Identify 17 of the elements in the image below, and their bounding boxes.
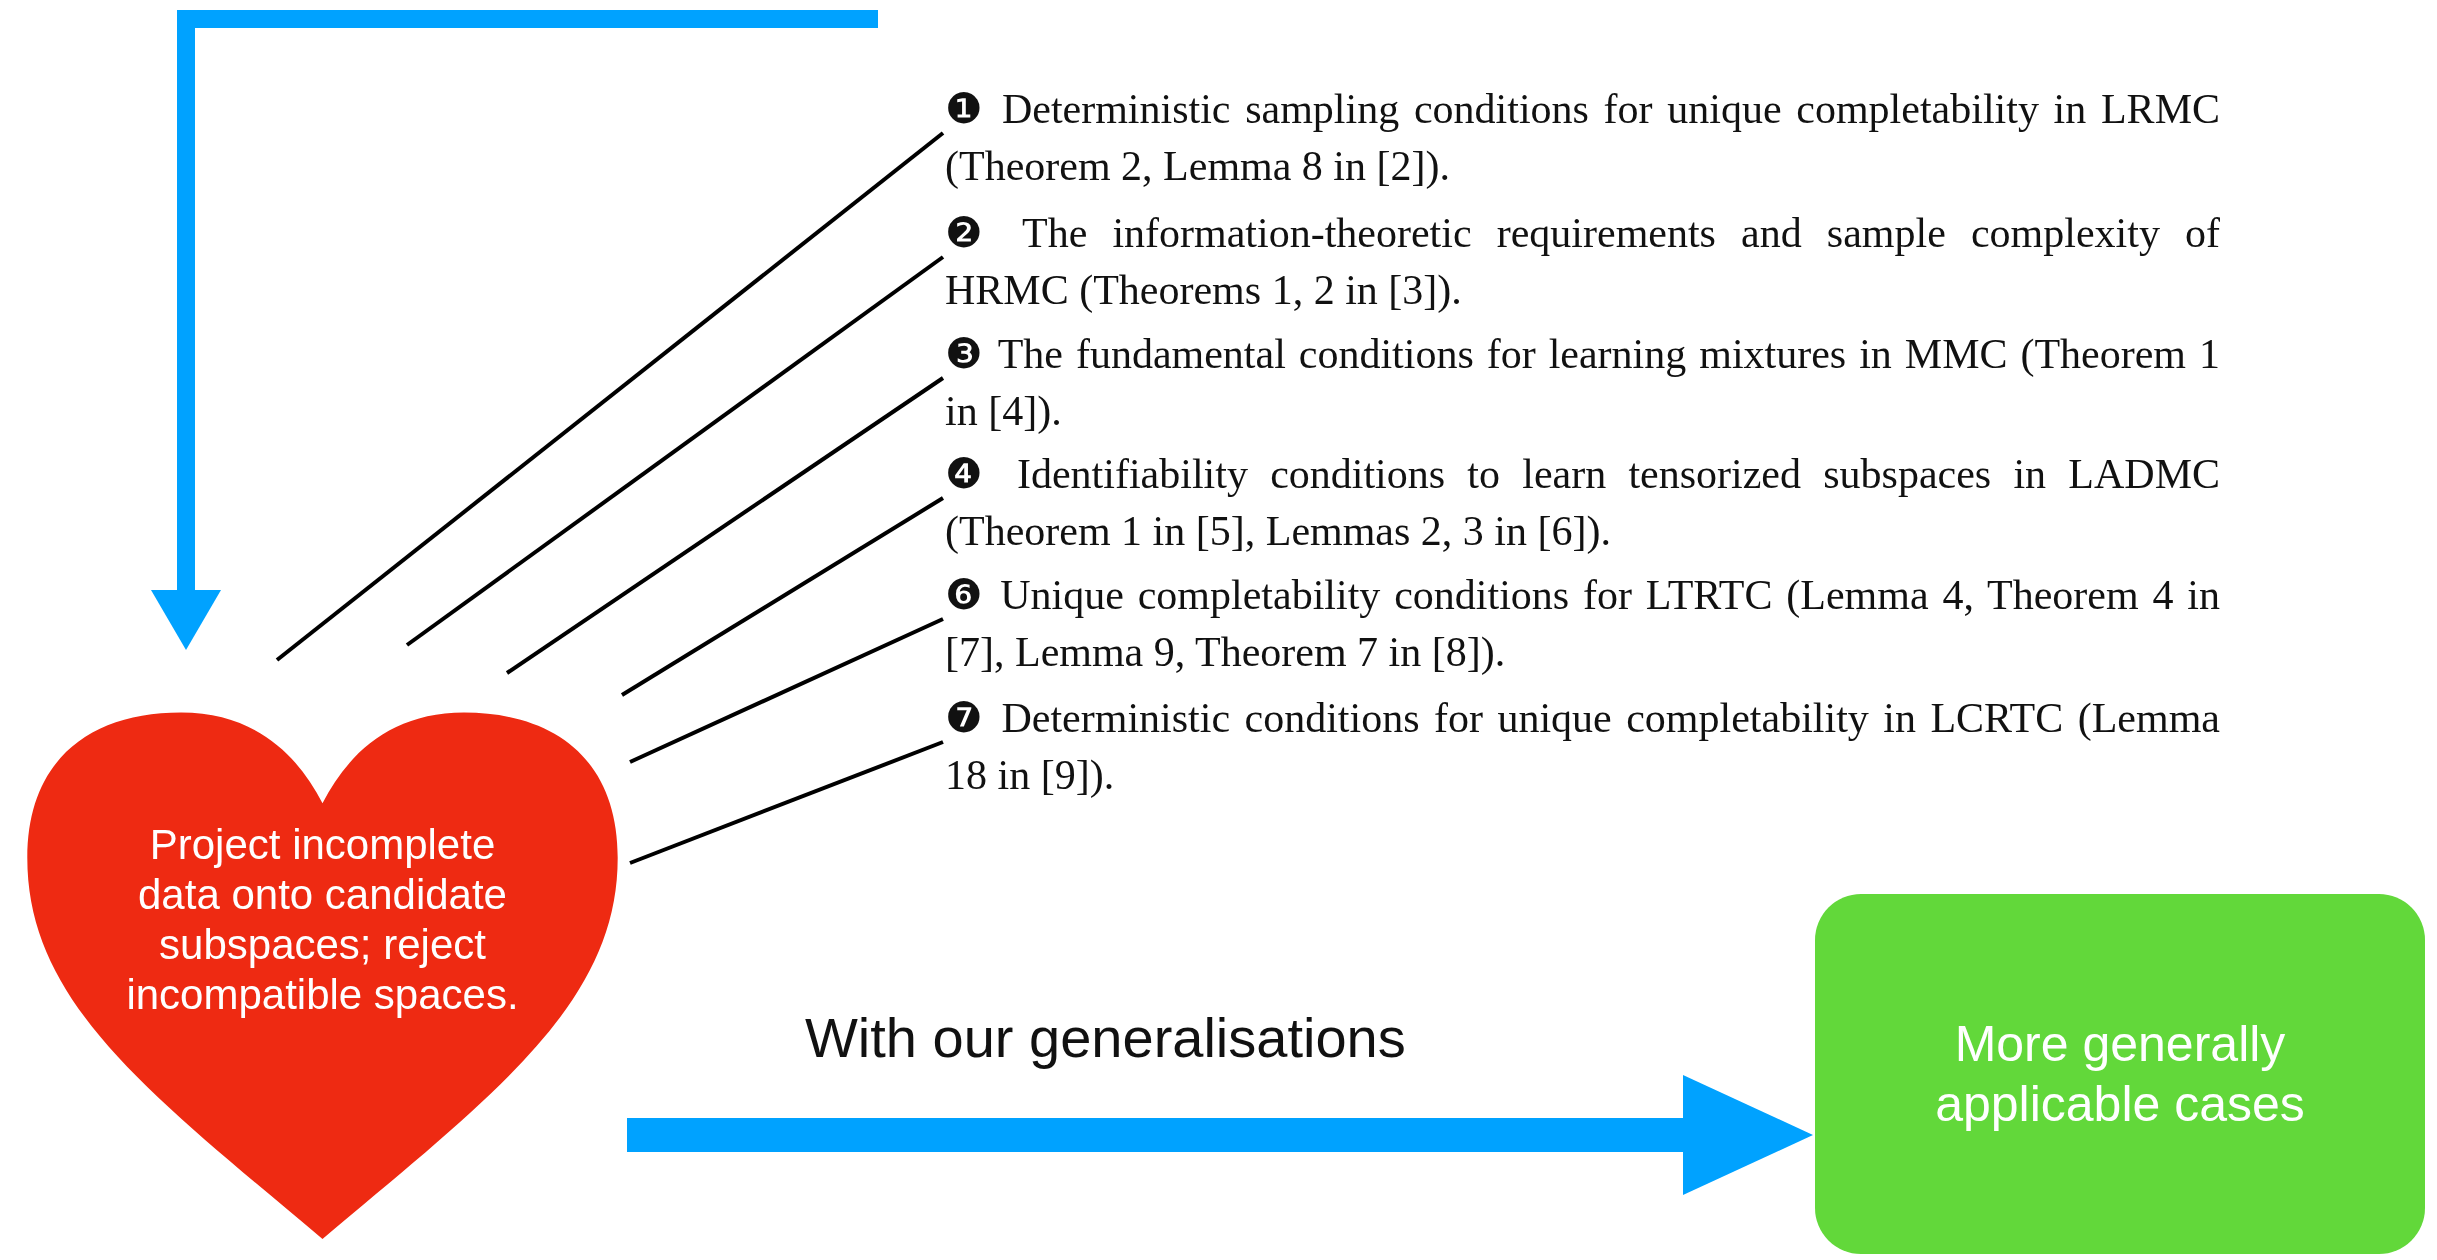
leader-line — [629, 617, 944, 764]
list-item: ❼ Deterministic conditions for unique completability in LCRTC (Lemma 18 in [9]). — [945, 690, 2220, 804]
list-item: ❷ The information-theoretic requirements and sample complexity of HRMC (Theorems 1, 2 in [3]). — [945, 205, 2220, 319]
arrow — [627, 1075, 1813, 1195]
list-item: ❻ Unique completability conditions for LTRTC (Lemma 4, Theorem 4 in [7], Lemma 9, Theorem 7 in [8]). — [945, 567, 2220, 681]
list-item: ❹ Identifiability conditions to learn tensorized subspaces in LADMC (Theorem 1 in [5], Lemmas 2, 3 in [6]). — [945, 446, 2220, 560]
list-item: ❸ The fundamental conditions for learning mixtures in MMC (Theorem 1 in [4]). — [945, 326, 2220, 440]
node-text: More generally applicable cases — [1934, 1015, 2306, 1134]
arrow — [151, 10, 878, 650]
leader-line — [620, 496, 945, 697]
leader-line — [275, 131, 945, 662]
leader-line — [629, 740, 944, 865]
leader-line — [505, 376, 945, 675]
node-text: Project incomplete data onto candidate subspaces; reject incompatible spaces. — [125, 820, 520, 1020]
result-box — [1815, 894, 2425, 1254]
leader-line — [405, 255, 945, 647]
list-item: ❶ Deterministic sampling conditions for unique completability in LRMC (Theorem 2, Lemma 8 in [2]). — [945, 81, 2220, 195]
